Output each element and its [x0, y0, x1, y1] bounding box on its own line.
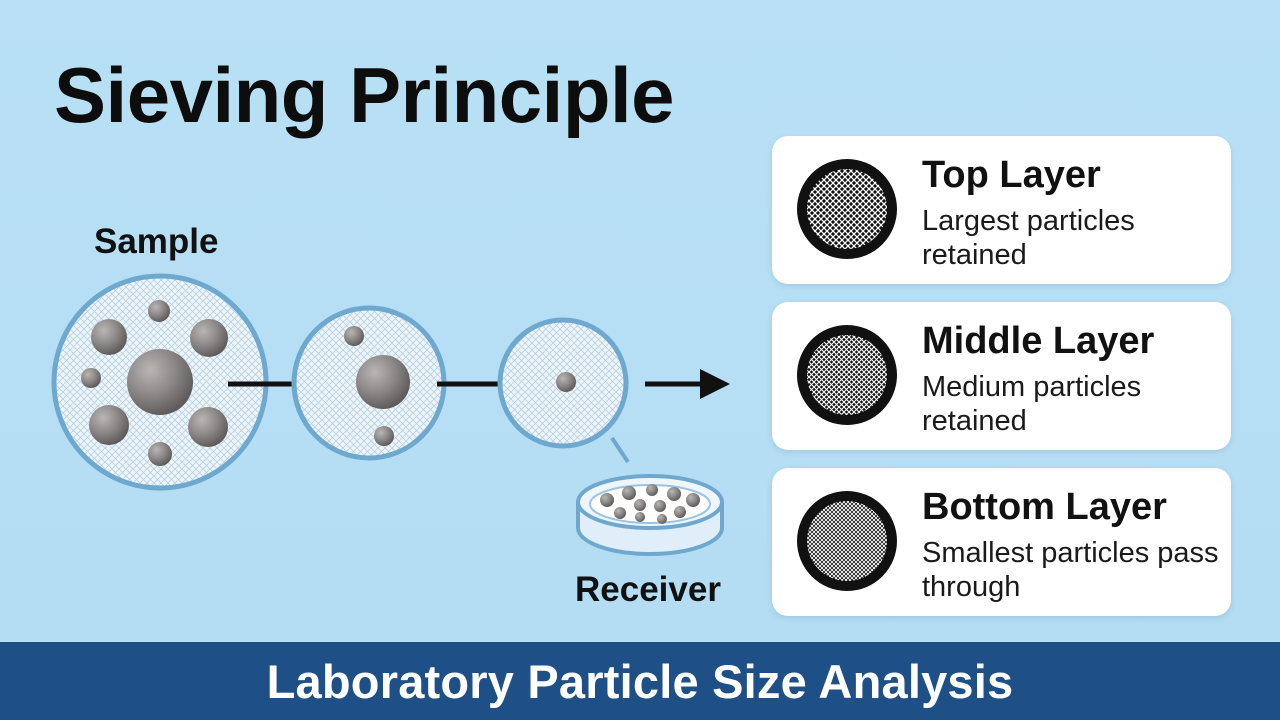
- particle-icon: [91, 319, 127, 355]
- particle-icon: [374, 426, 394, 446]
- particle-icon: [686, 493, 700, 507]
- particle-icon: [89, 405, 129, 445]
- particle-icon: [622, 486, 636, 500]
- particle-icon: [81, 368, 101, 388]
- sieve-icon: [497, 317, 629, 449]
- layer-title: Middle Layer: [922, 320, 1155, 362]
- layer-description: Largest particles retained: [922, 205, 1135, 271]
- particle-icon: [127, 349, 193, 415]
- particle-icon: [188, 407, 228, 447]
- layer-title: Top Layer: [922, 154, 1101, 196]
- layer-title: Bottom Layer: [922, 486, 1167, 528]
- petri-dish-icon: [576, 474, 724, 556]
- receiver-label: Receiver: [575, 570, 721, 609]
- particle-icon: [634, 499, 646, 511]
- footer-banner: Laboratory Particle Size Analysis: [0, 642, 1280, 720]
- mesh-disc-icon: [797, 491, 897, 591]
- layer-card-bottom: Bottom Layer Smallest particles pass thr…: [772, 468, 1231, 616]
- layer-description: Medium particles retained: [922, 371, 1142, 437]
- particle-icon: [148, 442, 172, 466]
- particle-icon: [674, 506, 686, 518]
- particle-icon: [148, 300, 170, 322]
- mesh-disc-icon: [797, 159, 897, 259]
- particle-icon: [190, 319, 228, 357]
- particle-icon: [654, 500, 666, 512]
- particle-icon: [646, 484, 658, 496]
- particle-icon: [600, 493, 614, 507]
- layer-description: Smallest particles pass through: [922, 537, 1219, 603]
- particle-icon: [657, 514, 667, 524]
- particle-icon: [635, 512, 645, 522]
- mesh-disc-icon: [797, 325, 897, 425]
- particle-icon: [344, 326, 364, 346]
- particle-icon: [356, 355, 410, 409]
- page-title: Sieving Principle: [54, 51, 675, 139]
- particle-icon: [667, 487, 681, 501]
- sample-label: Sample: [94, 222, 219, 261]
- sieve-icon: [291, 305, 447, 461]
- layer-card-middle: Middle Layer Medium particles retained: [772, 302, 1231, 450]
- layer-card-top: Top Layer Largest particles retained: [772, 136, 1231, 284]
- particle-icon: [614, 507, 626, 519]
- particle-icon: [556, 372, 576, 392]
- footer-text: Laboratory Particle Size Analysis: [266, 654, 1014, 708]
